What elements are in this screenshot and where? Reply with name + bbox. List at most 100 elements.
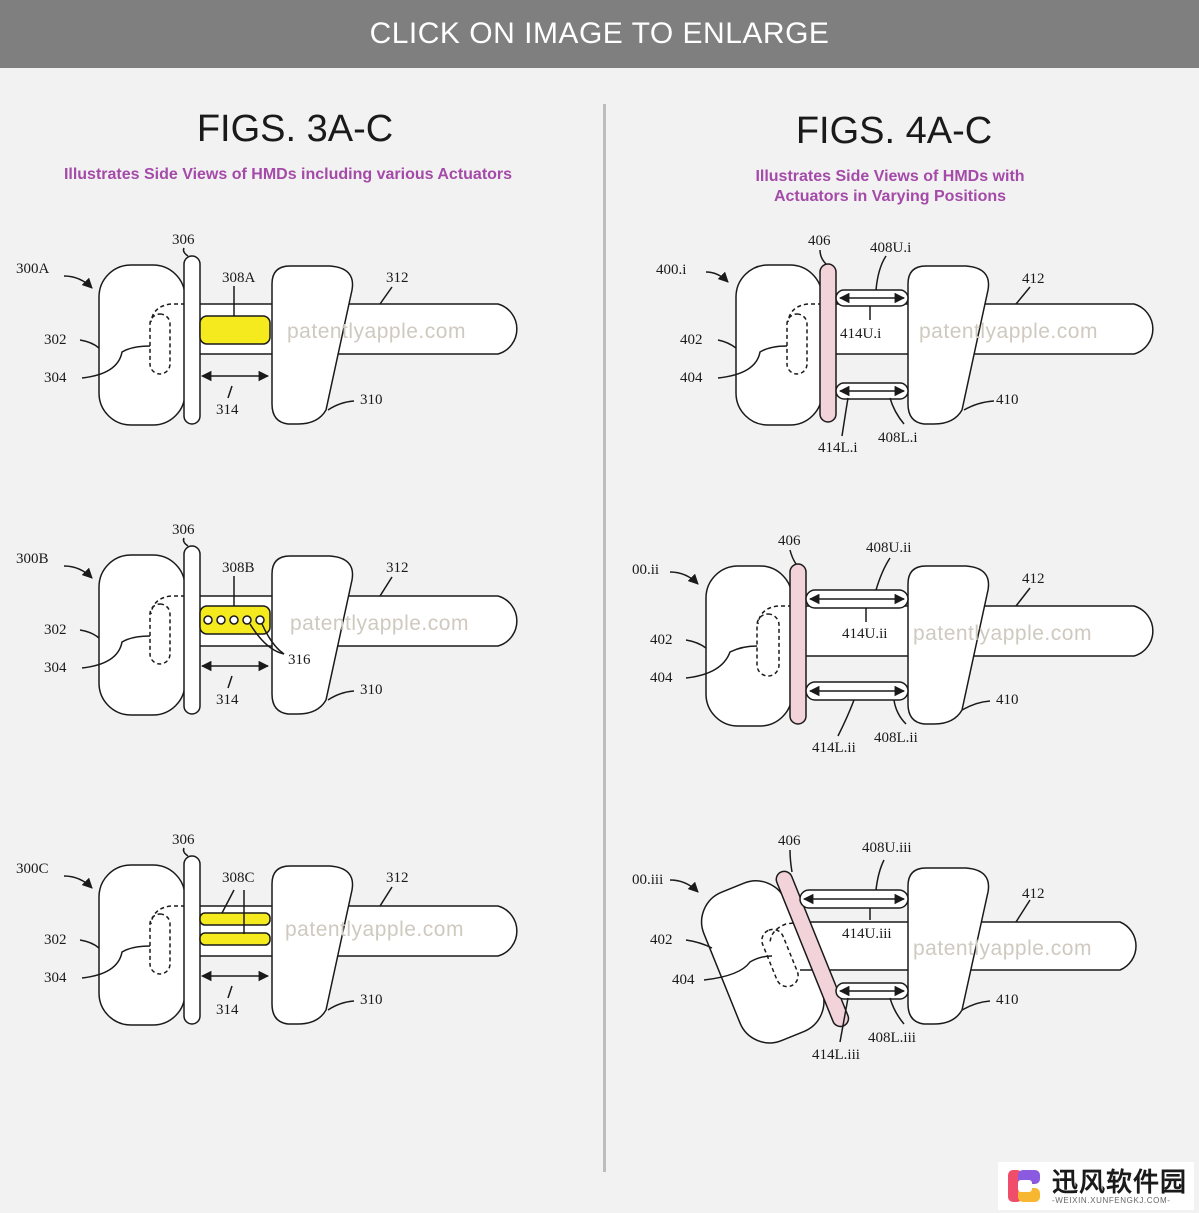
sensor-leader [81, 945, 151, 979]
sensor [761, 928, 799, 988]
strap-hidden-edge [150, 303, 185, 323]
label-upper-gap: 414U.i [840, 326, 881, 342]
right-body-leader [327, 1000, 355, 1011]
right-subtitle-line2: Actuators in Varying Positions [773, 188, 1007, 205]
sensor [786, 313, 808, 375]
right-body [271, 555, 354, 715]
fig-4c [669, 849, 1137, 1044]
label-plate: 406 [808, 233, 831, 249]
strap-leader [379, 286, 393, 305]
strap-leader [1015, 286, 1031, 305]
sensor-leader [81, 345, 151, 379]
left-body [98, 264, 186, 426]
actuator-dot [242, 615, 252, 625]
label-right-body: 410 [996, 992, 1019, 1008]
label-lower-gap: 414L.i [818, 440, 858, 456]
fig-3c [63, 847, 518, 1026]
right-body [907, 265, 990, 425]
label-strap: 312 [386, 270, 409, 286]
lower-gap-leader [837, 699, 855, 737]
label-lower: 408L.ii [874, 730, 918, 746]
right-body [907, 867, 990, 1025]
actuator-dot [216, 615, 226, 625]
watermark: patentlyapple.com [285, 918, 464, 941]
gap-leader [227, 675, 233, 689]
plate-leader [182, 537, 189, 547]
strap-hidden-edge [787, 303, 822, 323]
site-logo-icon [1004, 1166, 1044, 1206]
label-device: 300B [16, 551, 49, 567]
plate-leader [182, 847, 189, 857]
actuator-dot [255, 615, 265, 625]
right-figure-subtitle: Illustrates Side Views of HMDs with Actu… [620, 167, 1160, 207]
sensor [149, 603, 171, 665]
label-strap: 412 [1022, 271, 1045, 287]
actuator-leader [221, 889, 235, 914]
gap-leader [227, 385, 233, 399]
device-pointer [63, 565, 93, 579]
sensor-leader [703, 955, 773, 981]
right-body-leader [963, 400, 995, 411]
plate [183, 545, 201, 715]
device-pointer [705, 271, 729, 283]
label-strap: 312 [386, 870, 409, 886]
site-url: -WEIXIN.XUNFENGKJ.COM- [1052, 1195, 1171, 1205]
left-figure-subtitle: Illustrates Side Views of HMDs including… [63, 166, 513, 183]
label-actuator: 308C [222, 870, 255, 886]
dots-leader [249, 623, 285, 655]
label-device: 00.ii [632, 562, 659, 578]
left-body-leader [79, 939, 100, 949]
upper-leader [875, 859, 885, 891]
label-plate: 306 [172, 232, 195, 248]
site-badge[interactable]: 迅风软件园 -WEIXIN.XUNFENGKJ.COM- [998, 1162, 1194, 1210]
label-left-body: 402 [680, 332, 703, 348]
label-device: 300C [16, 861, 49, 877]
label-actuator: 308B [222, 560, 255, 576]
watermark: patentlyapple.com [913, 622, 1092, 645]
actuator-upper [199, 912, 271, 926]
label-gap: 314 [216, 402, 239, 418]
label-right-body: 410 [996, 692, 1019, 708]
device-pointer [669, 571, 699, 585]
label-left-body: 302 [44, 332, 67, 348]
sensor [149, 313, 171, 375]
label-plate: 306 [172, 832, 195, 848]
plate-leader [819, 249, 827, 265]
enlarge-banner[interactable]: CLICK ON IMAGE TO ENLARGE [0, 0, 1199, 68]
left-body [98, 864, 186, 1026]
actuator [199, 315, 271, 345]
actuator-lower [199, 932, 271, 946]
left-body-leader [717, 339, 737, 349]
label-plate: 406 [778, 833, 801, 849]
right-body-leader [961, 1000, 991, 1011]
right-body-leader [327, 690, 355, 701]
right-body-leader [327, 400, 355, 411]
watermark: patentlyapple.com [913, 937, 1092, 960]
label-plate: 306 [172, 522, 195, 538]
right-body [907, 565, 990, 725]
label-upper-gap: 414U.iii [842, 926, 892, 942]
label-lower-gap: 414L.iii [812, 1047, 860, 1063]
strap-leader [1015, 899, 1031, 923]
label-dots: 316 [288, 652, 311, 668]
left-body-leader [79, 339, 100, 349]
sensor-leader [685, 645, 758, 679]
label-sensor: 404 [680, 370, 703, 386]
watermark: patentlyapple.com [290, 612, 469, 635]
label-gap: 314 [216, 692, 239, 708]
label-strap: 412 [1022, 571, 1045, 587]
label-upper-gap: 414U.ii [842, 626, 887, 642]
label-strap: 312 [386, 560, 409, 576]
right-subtitle-line1: Illustrates Side Views of HMDs with [755, 168, 1025, 185]
right-figure-title: FIGS. 4A-C [795, 110, 993, 152]
plate [183, 255, 201, 425]
label-right-body: 310 [360, 392, 383, 408]
dots-leader [261, 623, 285, 655]
site-name: 迅风软件园 [1052, 1166, 1188, 1197]
left-body [98, 554, 186, 716]
left-body-leader [685, 639, 707, 649]
label-left-body: 302 [44, 622, 67, 638]
plate-leader [789, 849, 793, 873]
column-divider [603, 104, 606, 1172]
